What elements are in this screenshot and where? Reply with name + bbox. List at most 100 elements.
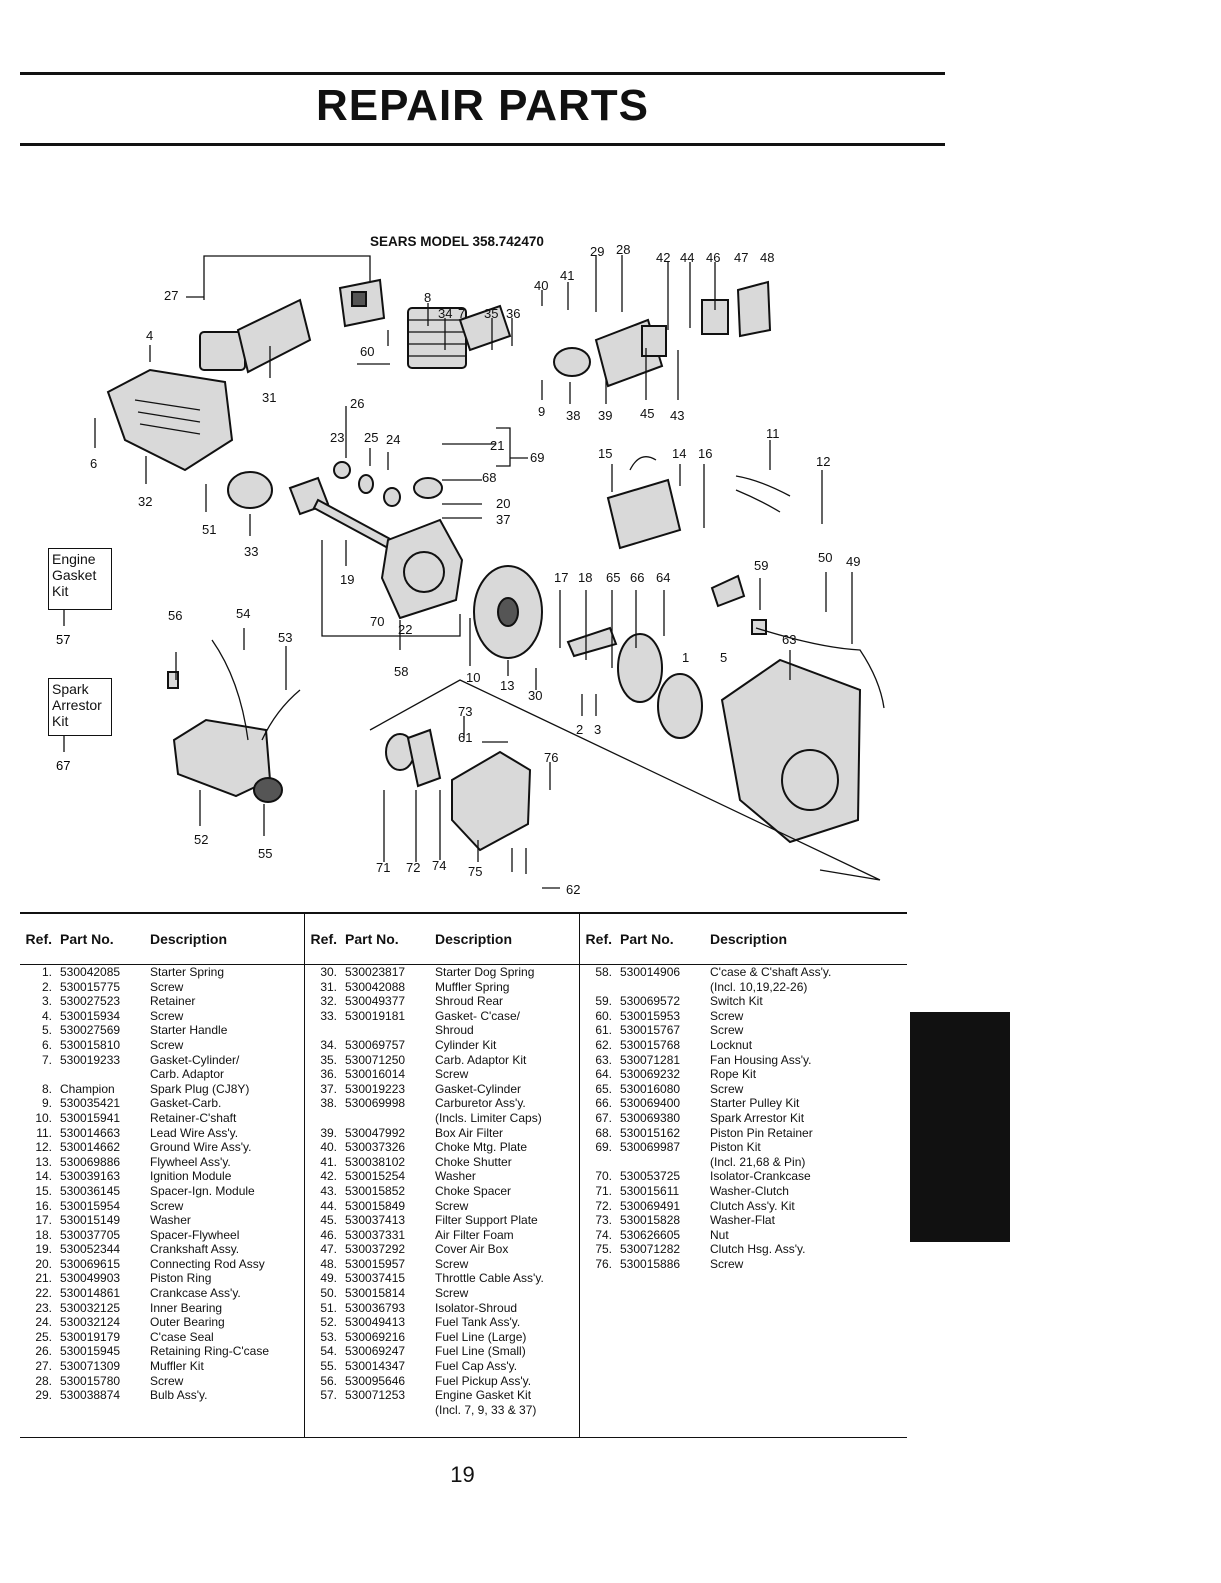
- part-number-cell: 530019233: [60, 1052, 121, 1067]
- description-cell: Switch Kit: [710, 994, 763, 1009]
- part-number-cell: 530015934: [60, 1008, 121, 1023]
- part-number-cell: [616, 1374, 706, 1389]
- ref-cell: [580, 1330, 617, 1345]
- part-number-cell: 530069572: [620, 994, 681, 1009]
- ref-cell: 17.: [35, 1213, 52, 1228]
- part-number-cell: 530015780: [60, 1373, 121, 1388]
- part-number-cell: [616, 1286, 706, 1301]
- description-cell: Retaining Ring-C'case: [146, 1344, 305, 1360]
- callout-39: 39: [598, 408, 612, 423]
- engine-gasket-kit-box: Engine Gasket Kit: [48, 548, 112, 610]
- description-cell: Screw: [710, 1081, 744, 1096]
- description-cell: Ground Wire Ass'y.: [146, 1140, 305, 1155]
- part-number-cell: 530069886: [60, 1154, 121, 1169]
- description-cell: [706, 1344, 907, 1359]
- ref-cell: [580, 1271, 617, 1286]
- part-number-cell: 530069400: [620, 1096, 681, 1111]
- callout-66: 66: [630, 570, 644, 585]
- ref-cell: 46.: [320, 1227, 337, 1242]
- ref-cell: 8.: [41, 1081, 52, 1096]
- ref-cell: 73.: [595, 1213, 612, 1228]
- description-cell: Muffler Kit: [146, 1359, 305, 1374]
- part-number-cell: 530069380: [620, 1110, 681, 1125]
- ref-cell: 12.: [35, 1140, 52, 1155]
- crankcase-bracket-line: [321, 540, 461, 637]
- ref-cell: 71.: [595, 1183, 612, 1198]
- ref-cell: 19.: [35, 1242, 52, 1257]
- description-cell: Screw: [146, 1198, 305, 1214]
- page-title: REPAIR PARTS: [315, 81, 650, 130]
- ref-cell: 5.: [41, 1023, 52, 1038]
- description-cell: Fuel Line (Small): [431, 1344, 580, 1360]
- piston-drawing: [333, 461, 443, 507]
- part-number-cell: 530016080: [620, 1081, 681, 1096]
- description-cell: Crankcase Ass'y.: [146, 1286, 305, 1301]
- part-number-cell: 530019223: [345, 1081, 406, 1096]
- part-no-header: Part No.: [341, 912, 431, 965]
- parts-table: Ref. Part No. Description Ref. Part No. …: [20, 912, 907, 1439]
- description-cell: Shroud: [431, 1023, 580, 1038]
- description-cell: Outer Bearing: [146, 1315, 305, 1330]
- description-cell: [146, 1402, 305, 1439]
- part-number-cell: 530071253: [345, 1388, 406, 1403]
- callout-36: 36: [506, 306, 520, 321]
- kit-line: Gasket: [52, 567, 97, 583]
- part-number-cell: 530015810: [60, 1037, 121, 1052]
- callout-70: 70: [370, 614, 384, 629]
- ref-cell: 18.: [35, 1227, 52, 1242]
- ref-cell: [305, 1023, 342, 1038]
- description-cell: Starter Spring: [146, 964, 305, 980]
- description-cell: Carb. Adaptor Kit: [431, 1052, 580, 1068]
- ref-cell: 54.: [320, 1344, 337, 1359]
- ref-cell: 59.: [595, 994, 612, 1009]
- callout-35: 35: [484, 306, 498, 321]
- description-cell: Spacer-Ign. Module: [146, 1183, 305, 1199]
- part-number-cell: 530015828: [620, 1213, 681, 1228]
- ref-cell: 33.: [320, 1008, 337, 1023]
- description-cell: (Incls. Limiter Caps): [431, 1110, 580, 1126]
- callout-69: 69: [530, 450, 544, 465]
- callout-76: 76: [544, 750, 558, 765]
- callout-54: 54: [236, 606, 250, 621]
- part-number-cell: 530035421: [60, 1096, 121, 1111]
- part-number-cell: [341, 1402, 431, 1439]
- ref-cell: [579, 1402, 616, 1439]
- description-cell: Cylinder Kit: [431, 1037, 580, 1053]
- callout-37: 37: [496, 512, 510, 527]
- description-cell: Screw: [431, 1256, 580, 1272]
- part-no-header: Part No.: [616, 912, 706, 965]
- part-number-cell: 530069247: [345, 1344, 406, 1359]
- part-number-cell: 530049413: [345, 1315, 406, 1330]
- ref-cell: 16.: [35, 1198, 52, 1213]
- description-cell: Spacer-Flywheel: [146, 1227, 305, 1243]
- description-cell: Screw: [146, 1373, 305, 1389]
- part-number-cell: 530014662: [60, 1140, 121, 1155]
- callout-24: 24: [386, 432, 400, 447]
- ref-cell: [580, 1388, 617, 1403]
- description-cell: Isolator-Crankcase: [710, 1169, 811, 1184]
- part-number-cell: 530053725: [620, 1169, 681, 1184]
- callout-15: 15: [598, 446, 612, 461]
- exploded-parts-diagram: SEARS MODEL 358.742470: [90, 234, 885, 897]
- callout-4: 4: [146, 328, 153, 343]
- callout-65: 65: [606, 570, 620, 585]
- description-cell: Fuel Cap Ass'y.: [431, 1359, 580, 1374]
- ref-cell: 37.: [320, 1081, 337, 1096]
- ref-cell: 65.: [595, 1081, 612, 1096]
- part-number-cell: 530015611: [620, 1183, 680, 1198]
- kit-line: Kit: [52, 583, 69, 599]
- callout-2: 2: [576, 722, 583, 737]
- callout-27: 27: [164, 288, 178, 303]
- description-cell: Screw: [431, 1198, 580, 1214]
- ref-cell: 68.: [595, 1125, 612, 1140]
- description-cell: Nut: [710, 1227, 729, 1242]
- description-cell: Filter Support Plate: [431, 1213, 580, 1228]
- description-cell: Choke Shutter: [431, 1154, 580, 1170]
- ref-cell: 35.: [320, 1052, 337, 1067]
- callout-8: 8: [424, 290, 431, 305]
